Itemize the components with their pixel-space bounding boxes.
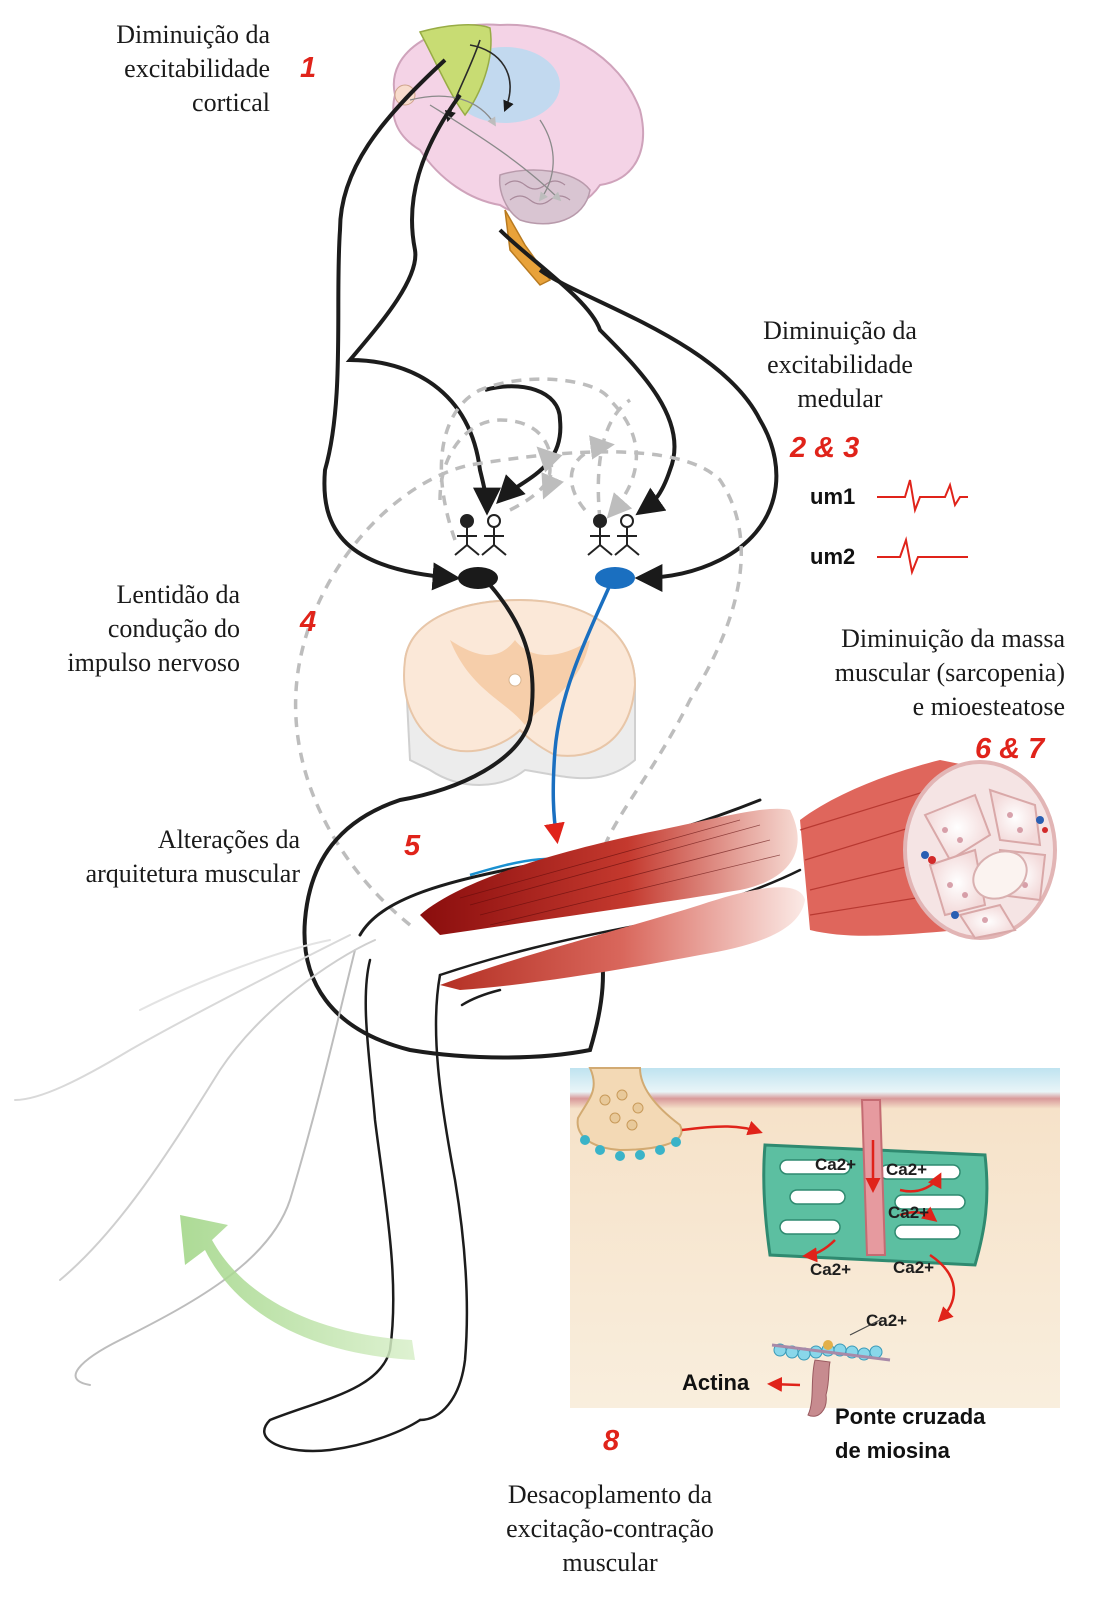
label-medular: Diminuição da excitabilidade medular xyxy=(740,314,940,416)
label-conduction-line2: condução do xyxy=(40,612,240,646)
label-conduction-line3: impulso nervoso xyxy=(40,646,240,680)
label-cortical-line2: excitabilidade xyxy=(80,52,270,86)
label-conduction-line1: Lentidão da xyxy=(40,578,240,612)
motor-unit-figure-left-2 xyxy=(482,515,506,555)
um2-label: um2 xyxy=(810,540,855,574)
um1-label: um1 xyxy=(810,480,855,514)
label-cortical-line1: Diminuição da xyxy=(80,18,270,52)
excitation-contraction-inset xyxy=(570,1068,1060,1416)
myosin-label-line2: de miosina xyxy=(835,1434,985,1468)
label-architecture-line1: Alterações da xyxy=(60,823,300,857)
myosin-label: Ponte cruzada de miosina xyxy=(835,1400,985,1468)
label-uncoupling: Desacoplamento da excitação-contração mu… xyxy=(480,1478,740,1580)
number-4: 4 xyxy=(300,606,316,639)
ca-label-1: Ca2+ xyxy=(815,1155,856,1175)
movement-arrow xyxy=(180,1215,415,1360)
label-uncoupling-line2: excitação-contração xyxy=(480,1512,740,1546)
number-5: 5 xyxy=(404,830,420,863)
motor-unit-figure-left-1 xyxy=(455,515,479,555)
ca-label-3: Ca2+ xyxy=(888,1203,929,1223)
emg-traces xyxy=(877,480,968,572)
myosin-label-line1: Ponte cruzada xyxy=(835,1400,985,1434)
label-medular-line2: excitabilidade xyxy=(740,348,940,382)
number-2-3: 2 & 3 xyxy=(790,432,859,465)
motor-neuron-pool xyxy=(455,515,639,589)
ca-label-5: Ca2+ xyxy=(893,1258,934,1278)
label-muscle-mass: Diminuição da massa muscular (sarcopenia… xyxy=(800,622,1065,724)
um2-trace xyxy=(877,540,968,572)
label-cortical: Diminuição da excitabilidade cortical xyxy=(80,18,270,120)
muscle-fascicle-illustration xyxy=(800,760,1055,938)
number-6-7: 6 & 7 xyxy=(975,733,1044,766)
label-mass-line3: e mioesteatose xyxy=(800,690,1065,724)
ca-label-6: Ca2+ xyxy=(866,1311,907,1331)
label-medular-line1: Diminuição da xyxy=(740,314,940,348)
number-8: 8 xyxy=(603,1425,619,1458)
motor-neuron-blue xyxy=(595,567,635,589)
label-mass-line1: Diminuição da massa xyxy=(800,622,1065,656)
number-1: 1 xyxy=(300,52,316,85)
actin-label: Actina xyxy=(682,1366,749,1400)
label-architecture-line2: arquitetura muscular xyxy=(60,857,300,891)
label-cortical-line3: cortical xyxy=(80,86,270,120)
label-medular-line3: medular xyxy=(740,382,940,416)
label-uncoupling-line1: Desacoplamento da xyxy=(480,1478,740,1512)
ca-label-2: Ca2+ xyxy=(886,1160,927,1180)
label-conduction: Lentidão da condução do impulso nervoso xyxy=(40,578,240,680)
um1-trace xyxy=(877,480,968,510)
label-mass-line2: muscular (sarcopenia) xyxy=(800,656,1065,690)
ca-label-4: Ca2+ xyxy=(810,1260,851,1280)
label-architecture: Alterações da arquitetura muscular xyxy=(60,823,300,891)
motor-unit-figure-right-1 xyxy=(588,515,612,555)
label-uncoupling-line3: muscular xyxy=(480,1546,740,1580)
motor-unit-figure-right-2 xyxy=(615,515,639,555)
